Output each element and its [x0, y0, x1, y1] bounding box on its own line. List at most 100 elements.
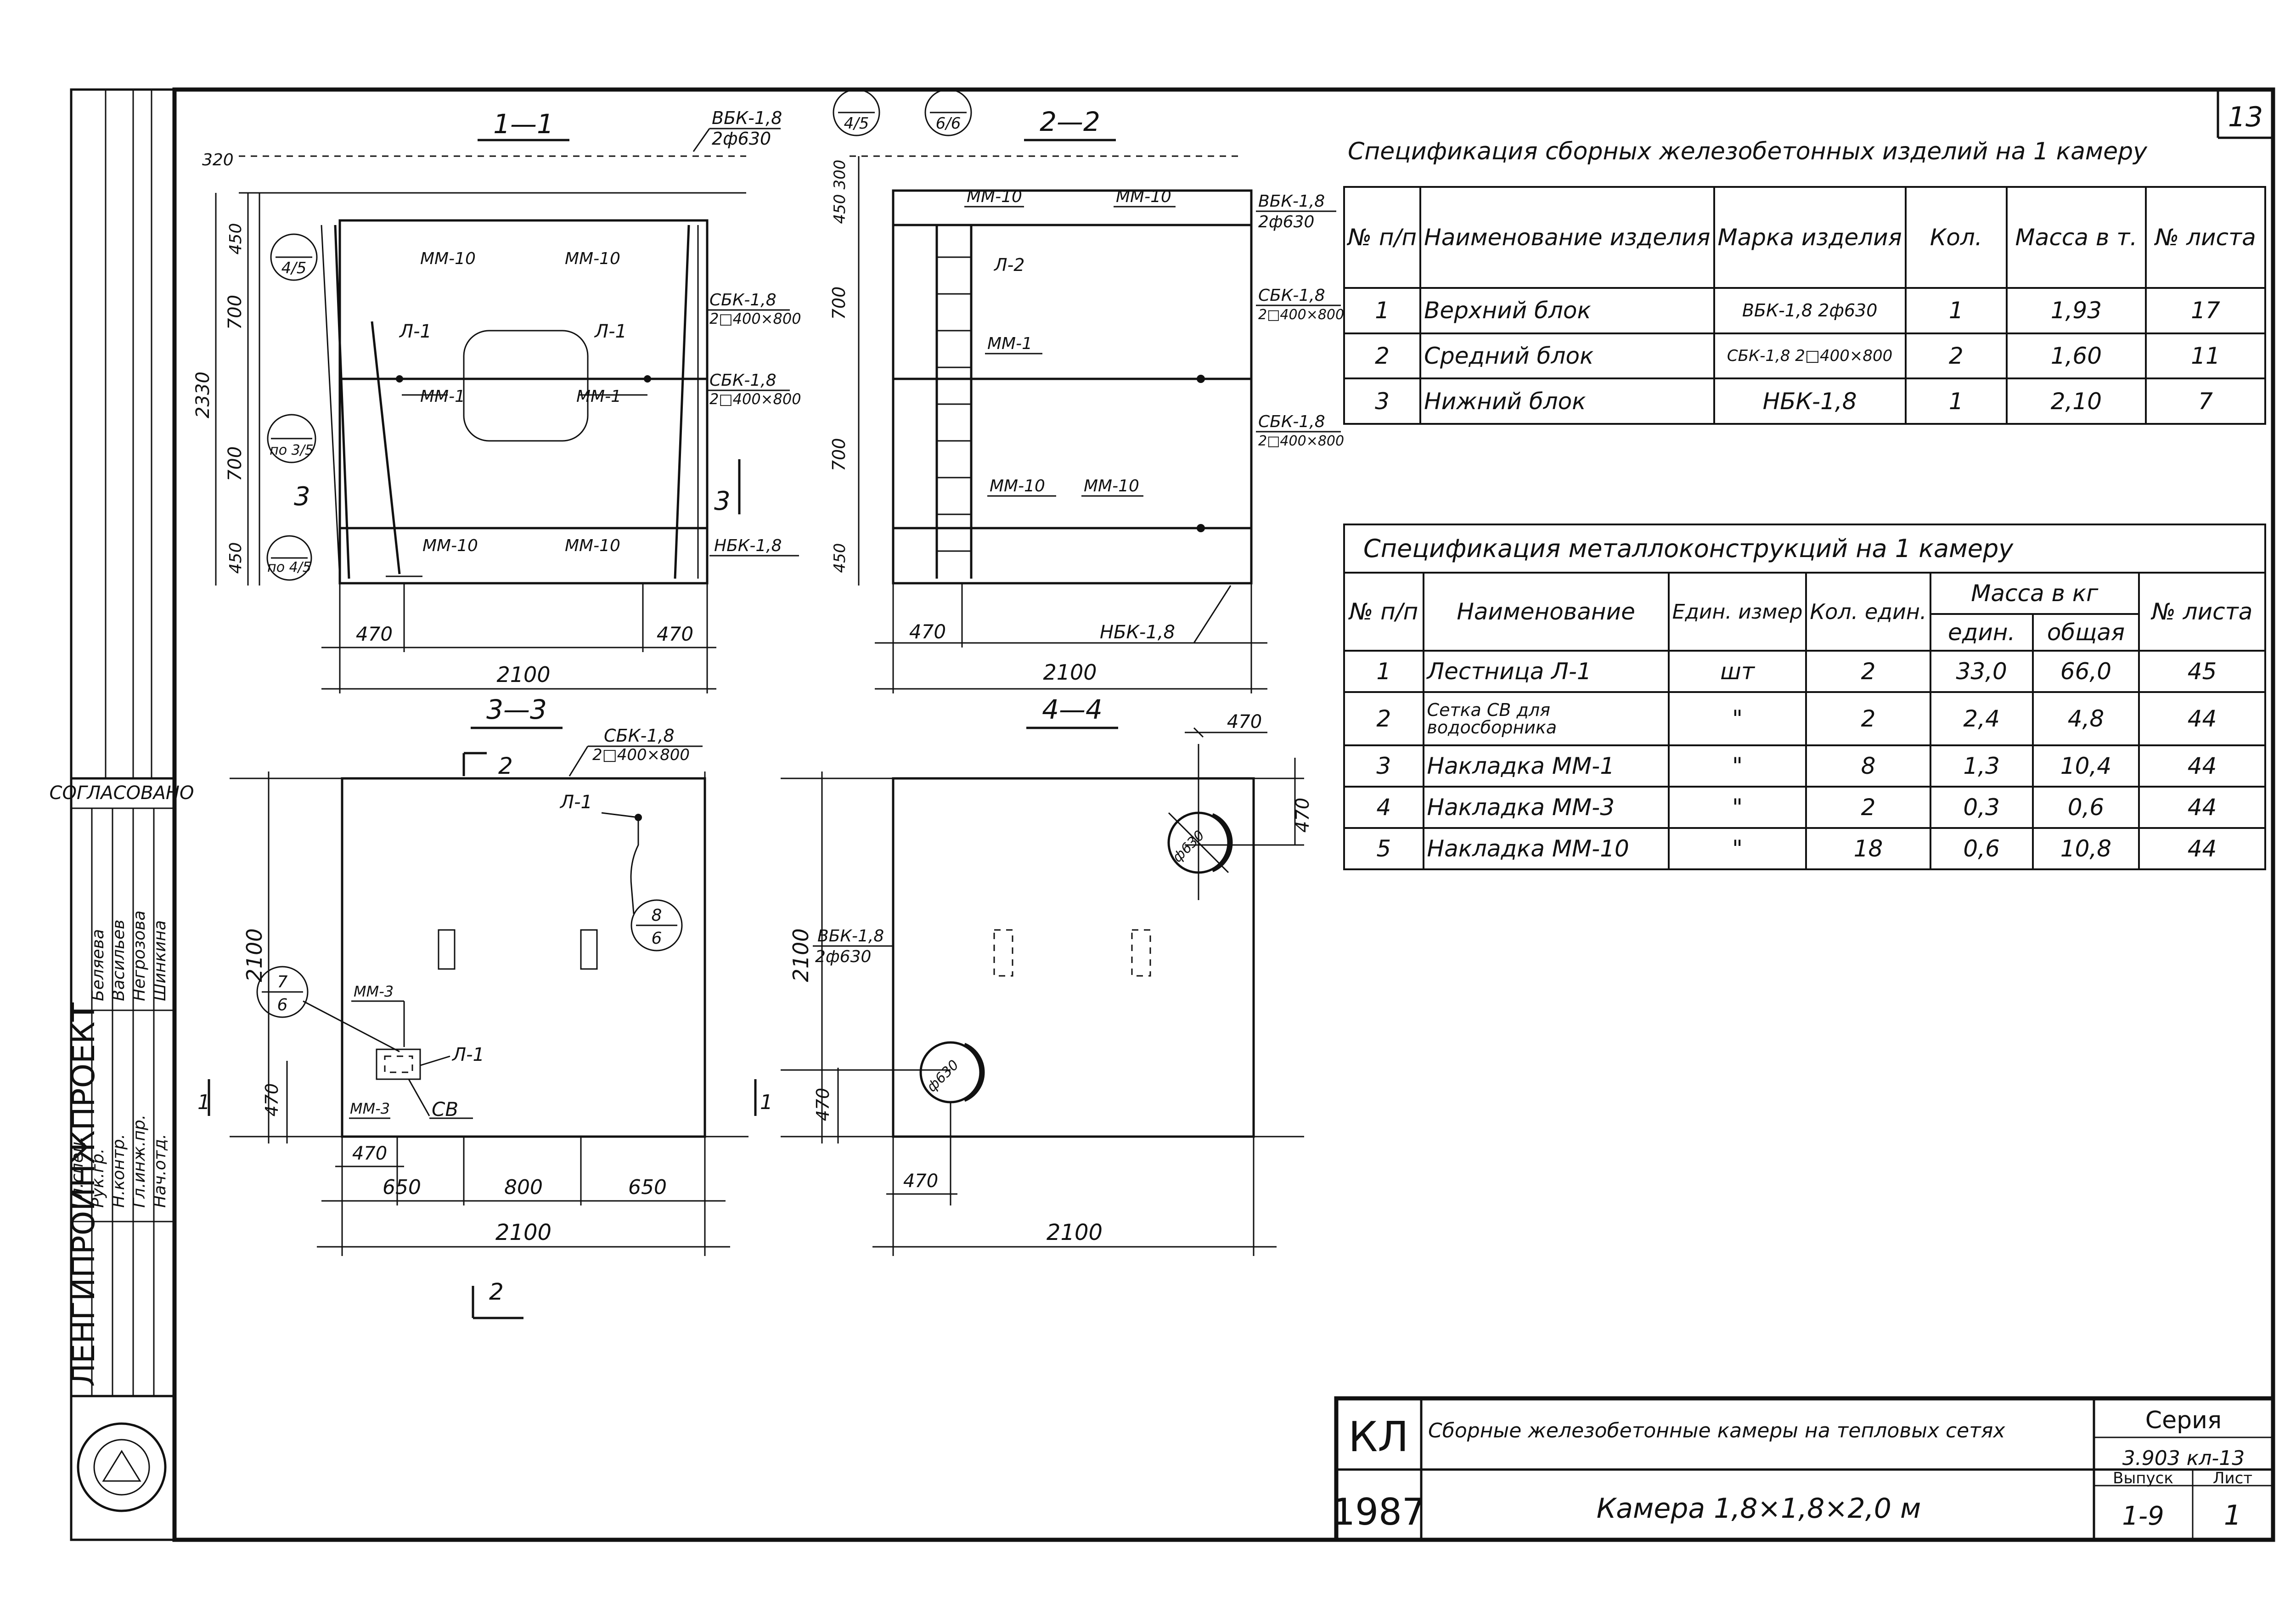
cell: 44 — [2138, 786, 2266, 829]
dim-2100: 2100 — [495, 1220, 551, 1245]
section-2-2-title: 2—2 — [1040, 106, 1100, 137]
cell: Нижний блок — [1419, 377, 1715, 425]
label-sbk-sub: 2□400×800 — [709, 310, 801, 327]
cut-mark-3: 3 — [294, 482, 310, 512]
label-sbk: СБК-1,8 — [1258, 286, 1325, 305]
dim-2330: 2330 — [192, 372, 214, 418]
cell: 1,3 — [1929, 744, 2034, 788]
issue-value: 1-9 — [2122, 1501, 2164, 1531]
cell: 18 — [1805, 827, 1931, 870]
sheet-label: Лист — [2213, 1469, 2252, 1487]
label-sbk-sub: 2□400×800 — [1258, 433, 1344, 449]
spec-precast-title: Спецификация сборных железобетонных изде… — [1348, 138, 2147, 165]
cell: Верхний блок — [1419, 287, 1715, 334]
title-code: КЛ — [1348, 1413, 1409, 1461]
cell: 2 — [1904, 332, 2008, 380]
cell: 4,8 — [2032, 691, 2140, 747]
table-row: 2 Сетка СВ для водосборника " 2 2,4 4,8 … — [1343, 691, 2266, 747]
section-3-3-title: 3—3 — [486, 694, 547, 725]
label-mm3: ММ-3 — [350, 1100, 390, 1117]
table-row: 3 Накладка ММ-1 " 8 1,3 10,4 44 — [1343, 744, 2266, 788]
col-header: № листа — [2138, 572, 2266, 652]
table-row: 4 Накладка ММ-3 " 2 0,3 0,6 44 — [1343, 786, 2266, 829]
cell: 0,3 — [1929, 786, 2034, 829]
dim-2100: 2100 — [242, 928, 267, 982]
organization-logo — [77, 1422, 167, 1512]
label-mm1: ММ-1 — [420, 387, 465, 406]
signer-4: Гл.инж.пр. — [130, 1115, 149, 1208]
col-header: един. — [1929, 613, 2034, 652]
label-sbk: СБК-1,8 — [709, 291, 777, 310]
wall-slot — [438, 929, 456, 970]
detail-ref-4-5b: по 4/5 — [266, 535, 312, 581]
label-vbk-sub: 2ф630 — [1258, 213, 1314, 231]
signer-1: Гл.спец. — [68, 1136, 87, 1208]
label-sbk: СБК-1,8 — [709, 371, 777, 390]
left-stamp-strip — [70, 88, 176, 1541]
col-header: Наименование изделия — [1419, 186, 1715, 289]
detail-ref-3-5: по 3/5 — [267, 414, 316, 463]
project-title: Сборные железобетонные камеры на тепловы… — [1428, 1419, 2005, 1442]
cell: 44 — [2138, 691, 2266, 747]
detail-ref-8-6: 8 6 — [630, 899, 683, 952]
cut-mark-2: 2 — [498, 753, 513, 779]
title-block: КЛ 1987 Сборные железобетонные камеры на… — [1332, 1396, 2275, 1542]
col-header: Марка изделия — [1713, 186, 1907, 289]
detail-ref-6-6-top: 6/6 — [924, 89, 972, 136]
cut-mark-2: 2 — [489, 1278, 504, 1305]
signer-name-2: Васильев — [109, 919, 128, 1001]
table-row: 3 Нижний блок НБК-1,8 1 2,10 7 — [1343, 377, 2267, 425]
dim-450: 450 — [831, 543, 849, 573]
col-header: № п/п — [1343, 572, 1424, 652]
table-row: 1 Лестница Л-1 шт 2 33,0 66,0 45 — [1343, 650, 2266, 693]
cell: 2 — [1343, 691, 1424, 747]
top-offset-label: 320 — [202, 151, 234, 169]
label-sbk-sub: 2□400×800 — [1258, 307, 1344, 323]
cell: 44 — [2138, 827, 2266, 870]
cell: 2 — [1805, 650, 1931, 693]
drawing-title: Камера 1,8×1,8×2,0 м — [1597, 1492, 1921, 1525]
dim-2100: 2100 — [496, 662, 550, 687]
dim-650: 650 — [383, 1176, 421, 1199]
table-title-row: Спецификация металлоконструкций на 1 кам… — [1343, 524, 2266, 574]
cell: 1,60 — [2005, 332, 2147, 380]
signer-3: Н.контр. — [109, 1134, 128, 1208]
signer-name-4: Шинкина — [151, 920, 169, 1001]
cell: 0,6 — [1929, 827, 2034, 870]
col-header: № п/п — [1343, 186, 1422, 289]
label-mm1: ММ-1 — [576, 387, 621, 406]
cell: 10,8 — [2032, 827, 2140, 870]
dim-470: 470 — [1227, 711, 1262, 732]
wall-opening — [463, 330, 589, 442]
plan-outline-3-3 — [341, 777, 706, 1138]
label-mm1: ММ-1 — [987, 334, 1032, 353]
cell: ВБК-1,8 2ф630 — [1713, 287, 1907, 334]
cell: НБК-1,8 — [1713, 377, 1907, 425]
label-vbk-sub: 2ф630 — [712, 129, 771, 149]
label-sbk-sub: 2□400×800 — [592, 746, 690, 764]
label-mm10: ММ-10 — [420, 249, 476, 268]
section-4-4-title: 4—4 — [1042, 694, 1103, 725]
cell: шт — [1667, 650, 1807, 693]
cell: Накладка ММ-1 — [1422, 744, 1670, 788]
cell: " — [1667, 744, 1807, 788]
table-row: 5 Накладка ММ-10 " 18 0,6 10,8 44 — [1343, 827, 2266, 870]
label-vbk: ВБК-1,8 — [712, 108, 782, 128]
cell: 2 — [1805, 786, 1931, 829]
label-nbk: НБК-1,8 — [1100, 622, 1175, 643]
chamber-outline-1-1 — [338, 219, 709, 585]
hole-630-bottom: ф630 — [919, 1041, 985, 1104]
spec-precast-table: № п/п Наименование изделия Марка изделия… — [1343, 186, 2267, 425]
dim-470: 470 — [903, 1171, 938, 1192]
cell: 45 — [2138, 650, 2266, 693]
signer-name-3: Негрозова — [130, 911, 149, 1001]
plan-outline-4-4 — [892, 777, 1255, 1138]
col-header: Масса в т. — [2005, 186, 2147, 289]
section-2-2: 2—2 4/5 6/6 ММ-10 ММ-10 — [829, 89, 1344, 693]
signer-name-1: Беляева — [89, 929, 107, 1001]
year: 1987 — [1332, 1491, 1425, 1533]
sheet-value: 1 — [2224, 1499, 2241, 1532]
col-header: № листа — [2144, 186, 2267, 289]
label-mm10: ММ-10 — [967, 187, 1022, 206]
hole-630-top: ф630 — [1167, 811, 1233, 874]
